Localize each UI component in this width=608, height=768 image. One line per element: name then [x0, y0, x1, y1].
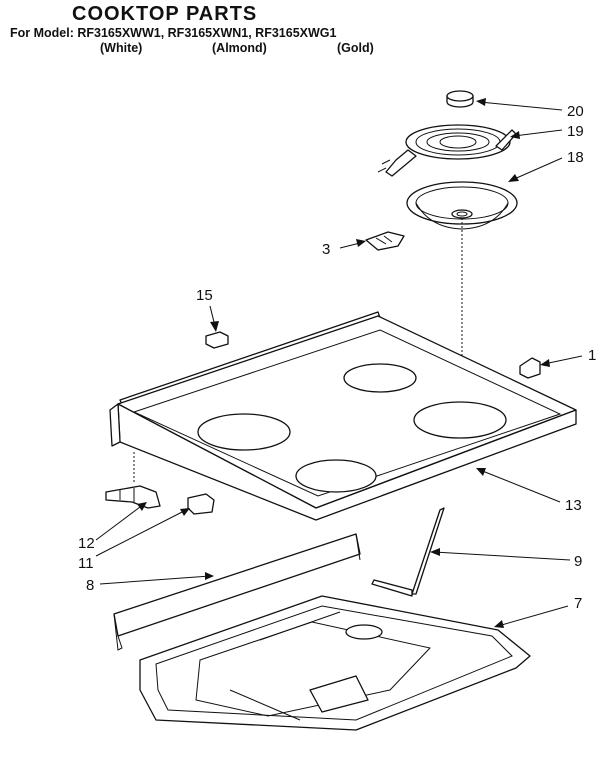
callout-3: 3 [322, 241, 330, 258]
callout-20: 20 [567, 103, 584, 120]
model-numbers: For Model: RF3165XWW1, RF3165XWN1, RF316… [10, 26, 337, 40]
color-white: (White) [100, 41, 143, 55]
callout-13: 13 [565, 497, 582, 514]
leader-lines [95, 98, 583, 628]
callout-18: 18 [567, 149, 584, 166]
color-almond: (Almond) [212, 41, 267, 55]
part-9-rod [371, 507, 445, 597]
callout-12: 12 [78, 535, 95, 552]
callout-7: 7 [574, 595, 582, 612]
part-19-surface-element [377, 124, 517, 177]
part-3-receptacle [365, 231, 405, 251]
color-gold: (Gold) [337, 41, 374, 55]
part-15-clip [205, 331, 229, 349]
page-title: COOKTOP PARTS [72, 3, 258, 25]
part-13-cooktop [109, 311, 577, 521]
part-18-drip-bowl [406, 181, 518, 230]
part-12-connector [105, 485, 161, 509]
part-20-cap [446, 90, 474, 108]
callout-8: 8 [86, 577, 94, 594]
part-7-burner-box [139, 595, 531, 731]
part-8-trim [113, 533, 361, 651]
callout-11: 11 [78, 555, 94, 572]
callout-19: 19 [567, 123, 584, 140]
callout-15: 15 [196, 287, 213, 304]
part-1-bracket [519, 357, 541, 379]
part-11-clip [187, 493, 215, 515]
callout-9: 9 [574, 553, 582, 570]
callout-1: 1 [588, 347, 596, 364]
